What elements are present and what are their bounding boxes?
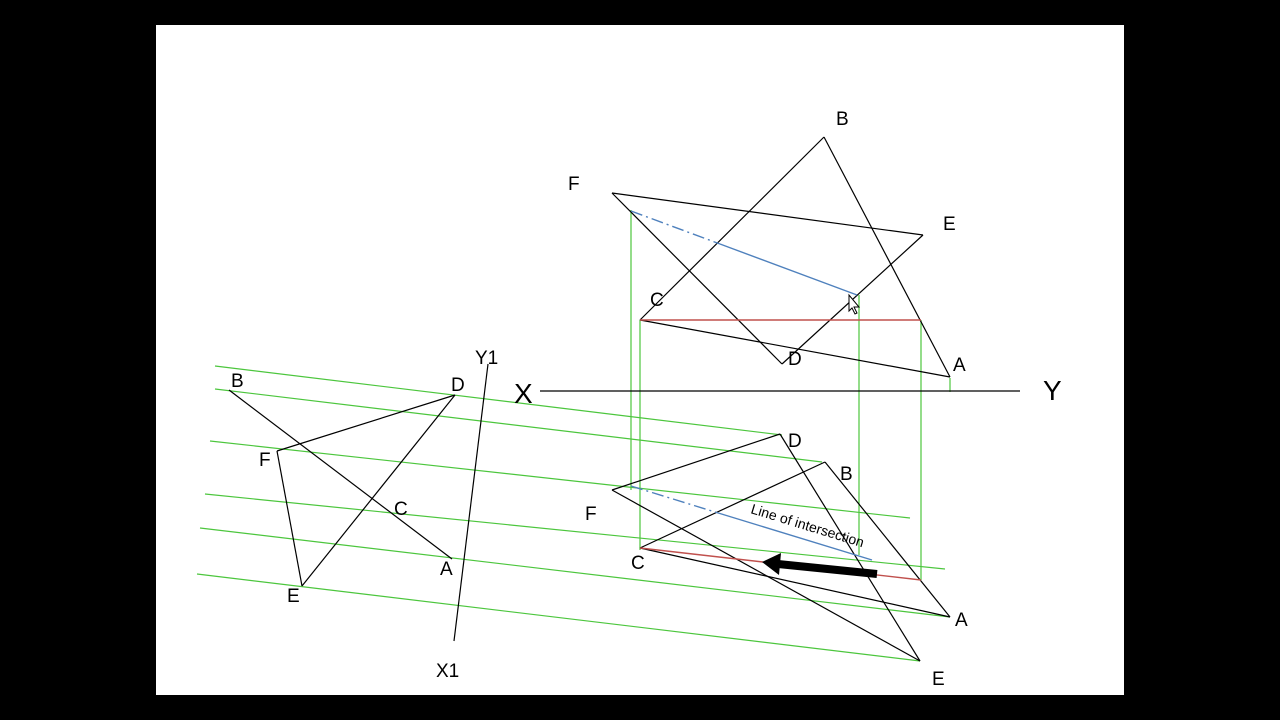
projector-b [214,365,783,436]
aux-edge-fd [276,394,456,452]
top-edge-cb [639,461,826,549]
projector-e [196,573,921,662]
top-label-d: D [788,431,802,452]
front-edge-ac [639,319,951,378]
aux-label-f: F [259,450,271,471]
top-label-a: A [955,610,968,631]
top-label-c: C [631,553,645,574]
arrow-icon [762,553,878,578]
aux-label-e: E [287,586,300,607]
projector-c [204,493,946,570]
front-label-c: C [650,290,664,311]
front-view-edges [611,136,951,378]
projector-d [214,388,823,463]
line-of-intersection-label: Line of intersection [749,501,866,551]
aux-edge-de [301,394,456,587]
aux-view-edges [228,389,456,587]
top-edge-fd [611,433,781,491]
x1y1-line [453,363,489,642]
aux-label-d: D [451,375,465,396]
front-label-b: B [836,109,849,130]
front-label-f: F [568,174,580,195]
aux-label-b: B [231,371,244,392]
top-view-edges [611,433,951,662]
front-label-a: A [953,355,966,376]
front-edge-df [611,192,783,365]
projector-f [209,440,911,519]
top-label-b: B [840,464,853,485]
top-intersection-visible [714,511,873,561]
front-edge-ba [823,136,951,378]
x-label: X [514,378,533,409]
aux-edge-ef [276,450,303,587]
reference-lines [453,363,1020,642]
front-label-e: E [943,214,956,235]
top-edge-ba [824,461,951,618]
front-intersection-visible [719,243,858,296]
front-label-d: D [788,349,802,370]
mouse-cursor-icon [848,293,861,315]
top-label-f: F [585,504,597,525]
top-label-e: E [932,669,945,690]
aux-projectors [196,210,951,662]
projector-a [199,527,951,618]
aux-label-c: C [394,499,408,520]
top-edge-ac [639,547,951,618]
aux-label-a: A [440,559,453,580]
y1-label: Y1 [475,348,498,369]
y-label: Y [1043,375,1062,406]
front-edge-fe [611,192,924,236]
front-edge-cb [639,136,825,321]
top-intersection-hidden [630,485,716,513]
x1-label: X1 [436,661,459,682]
front-intersection-hidden [630,210,721,245]
aux-edge-ba [228,389,453,560]
